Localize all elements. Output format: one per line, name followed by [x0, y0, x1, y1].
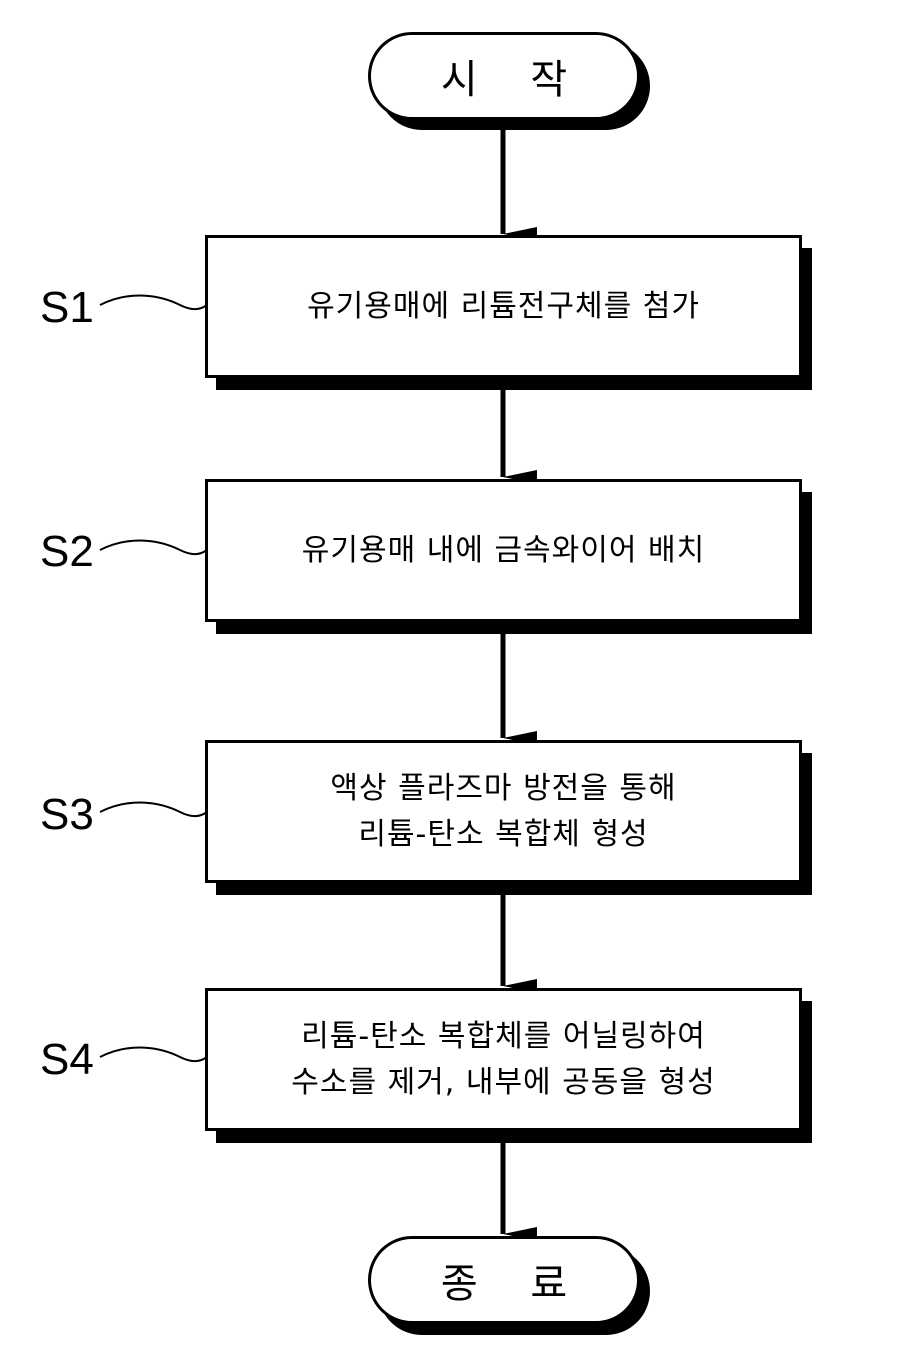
step-s4-label: S4	[40, 1035, 94, 1084]
step-s4-text-line-1: 리튬-탄소 복합체를 어닐링하여	[301, 1018, 706, 1054]
step-s3-text-line-2: 리튬-탄소 복합체 형성	[358, 816, 649, 852]
leader-line-s2	[99, 539, 208, 556]
end-terminal: 종 료	[368, 1236, 640, 1324]
step-s1-label: S1	[40, 283, 94, 332]
leader-line-s4	[99, 1046, 208, 1063]
step-s2-label: S2	[40, 527, 94, 576]
step-s1-text-line-1: 유기용매에 리튬전구체를 첨가	[307, 288, 700, 324]
step-s3-box: 액상 플라즈마 방전을 통해 리튬-탄소 복합체 형성	[205, 740, 802, 883]
step-s4-box: 리튬-탄소 복합체를 어닐링하여 수소를 제거, 내부에 공동을 형성	[205, 988, 802, 1131]
start-label: 시 작	[440, 57, 568, 103]
start-terminal: 시 작	[368, 32, 640, 120]
step-s2-box: 유기용매 내에 금속와이어 배치	[205, 479, 802, 622]
step-s2-text-line-1: 유기용매 내에 금속와이어 배치	[301, 532, 706, 568]
step-s3-text-line-1: 액상 플라즈마 방전을 통해	[330, 770, 677, 806]
step-s1-box: 유기용매에 리튬전구체를 첨가	[205, 235, 802, 378]
end-label: 종 료	[440, 1261, 568, 1307]
leader-line-s3	[99, 801, 208, 818]
step-s4-text-line-2: 수소를 제거, 내부에 공동을 형성	[291, 1064, 716, 1100]
step-s3-label: S3	[40, 790, 94, 839]
leader-line-s1	[99, 294, 208, 311]
